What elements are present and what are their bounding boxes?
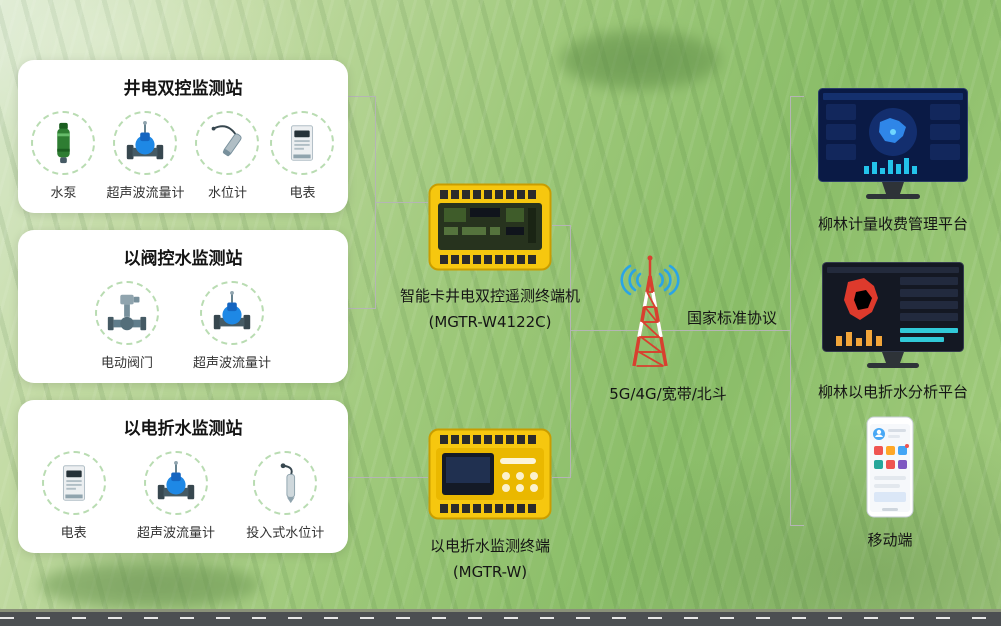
water-level-gauge-icon — [195, 111, 260, 175]
device-label: 投入式水位计 — [246, 526, 325, 541]
terminal-model: (MGTR-W4122C) — [428, 312, 552, 331]
terminal-caption: 智能卡井电双控遥测终端机 (MGTR-W4122C) — [368, 284, 612, 335]
station-card-electric-to-water: 以电折水监测站 电表 超声波流量计 投入式水位计 — [18, 400, 348, 553]
device-label: 超声波流量计 — [106, 186, 185, 201]
submersible-level-gauge-icon — [253, 451, 318, 515]
water-pump-icon — [31, 111, 96, 175]
platform-label: 移动端 — [867, 531, 913, 549]
telemetry-terminal-image — [428, 183, 552, 271]
ultrasonic-flowmeter-icon — [113, 111, 178, 175]
wifi-signal-icon — [620, 264, 680, 296]
terminal-caption: 以电折水监测终端 (MGTR-W) — [368, 534, 612, 585]
ultrasonic-flowmeter-icon — [143, 451, 208, 515]
tree-patch — [560, 30, 720, 90]
connector-line — [348, 96, 375, 97]
device-icon-row: 电表 超声波流量计 投入式水位计 — [26, 451, 340, 541]
device-label: 水泵 — [50, 186, 77, 201]
desktop-monitor-billing-platform — [818, 88, 968, 206]
channels-label: 5G/4G/宽带/北斗 — [609, 385, 727, 403]
device-item: 投入式水位计 — [246, 451, 324, 541]
device-item: 水泵 — [31, 111, 96, 201]
device-icon-row: 电动阀门 超声波流量计 — [26, 281, 340, 371]
tree-patch — [40, 560, 260, 610]
station-card-valve-water: 以阀控水监测站 电动阀门 超声波流量计 — [18, 230, 348, 383]
device-label: 电动阀门 — [100, 356, 153, 371]
device-item: 水位计 — [195, 111, 260, 201]
device-item: 电表 — [270, 111, 335, 201]
device-item: 超声波流量计 — [193, 281, 271, 371]
platform-label: 柳林计量收费管理平台 — [817, 215, 968, 233]
desktop-monitor-analysis-platform — [822, 262, 964, 374]
device-item: 电表 — [41, 451, 106, 541]
ultrasonic-flowmeter-icon — [199, 281, 264, 345]
device-label: 电表 — [60, 526, 87, 541]
connector-line — [790, 96, 791, 526]
road — [0, 609, 1001, 626]
device-label: 水位计 — [207, 186, 247, 201]
electric-valve-icon — [94, 281, 159, 345]
terminal-name: 以电折水监测终端 — [429, 537, 550, 555]
terminal-name: 智能卡井电双控遥测终端机 — [399, 287, 580, 305]
device-item: 超声波流量计 — [137, 451, 215, 541]
device-label: 超声波流量计 — [136, 526, 215, 541]
electric-meter-icon — [41, 451, 106, 515]
device-item: 电动阀门 — [94, 281, 159, 371]
platform-label: 柳林以电折水分析平台 — [817, 383, 968, 401]
device-label: 电表 — [289, 186, 316, 201]
connector-line — [552, 225, 570, 226]
terminal-model: (MGTR-W) — [452, 562, 528, 581]
electric-meter-icon — [270, 111, 335, 175]
connector-line — [348, 308, 375, 309]
device-item: 超声波流量计 — [106, 111, 184, 201]
connector-line — [570, 330, 642, 331]
connector-line — [790, 96, 804, 97]
station-title: 井电双控监测站 — [123, 79, 243, 99]
device-icon-row: 水泵 超声波流量计 水位计 电表 — [26, 111, 340, 201]
connector-line — [348, 477, 428, 478]
station-card-well-electric: 井电双控监测站 水泵 超声波流量计 水位计 — [18, 60, 348, 213]
station-title: 以阀控水监测站 — [123, 249, 243, 269]
connector-line — [570, 225, 571, 478]
protocol-label: 国家标准协议 — [686, 309, 777, 327]
connector-line — [790, 525, 804, 526]
communication-tower-icon — [598, 254, 702, 370]
station-title: 以电折水监测站 — [123, 419, 243, 439]
device-label: 超声波流量计 — [192, 356, 271, 371]
connector-line — [662, 330, 790, 331]
smartphone-icon — [866, 416, 914, 518]
connector-line — [552, 477, 570, 478]
monitoring-terminal-image — [428, 428, 552, 520]
connector-line — [375, 202, 428, 203]
